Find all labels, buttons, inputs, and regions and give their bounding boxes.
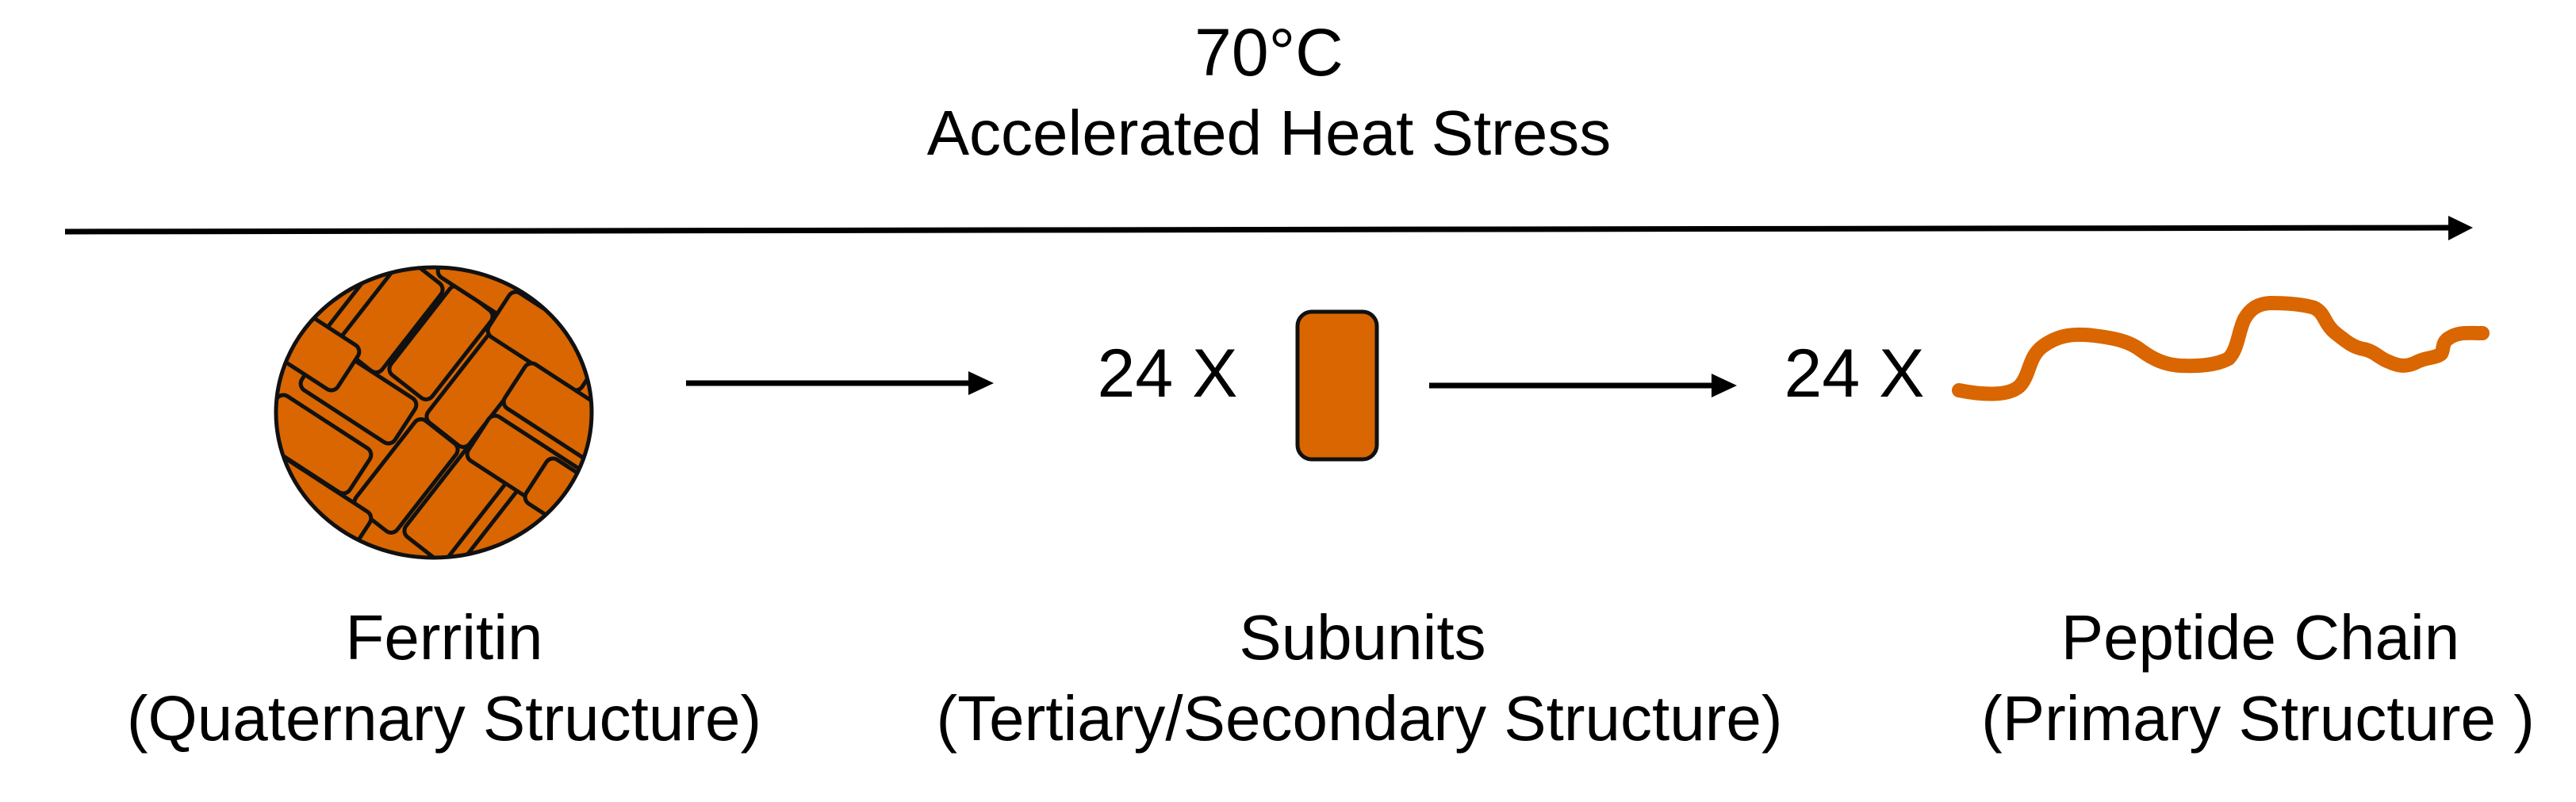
stage-name: Ferritin: [345, 602, 543, 673]
long-right-arrow-icon: [64, 216, 2473, 240]
subunit-multiplier: 24 X: [1097, 336, 1238, 412]
temperature-label: 70°C: [1194, 15, 1344, 90]
stage-structure: (Quaternary Structure): [126, 683, 762, 754]
stage-structure: (Primary Structure ): [1981, 683, 2535, 754]
ferritin-cage-icon: [274, 265, 594, 560]
heat-stress-label: Accelerated Heat Stress: [926, 98, 1612, 168]
stage-name: Subunits: [1239, 602, 1486, 673]
peptide-chain-icon: [1952, 296, 2490, 401]
stage-structure: (Tertiary/Secondary Structure): [936, 683, 1783, 754]
right-arrow-icon: [686, 371, 994, 395]
stage-name: Peptide Chain: [2060, 602, 2460, 673]
right-arrow-icon: [1429, 374, 1737, 397]
subunit-block-icon: [1295, 309, 1379, 462]
peptide-multiplier: 24 X: [1784, 336, 1925, 412]
